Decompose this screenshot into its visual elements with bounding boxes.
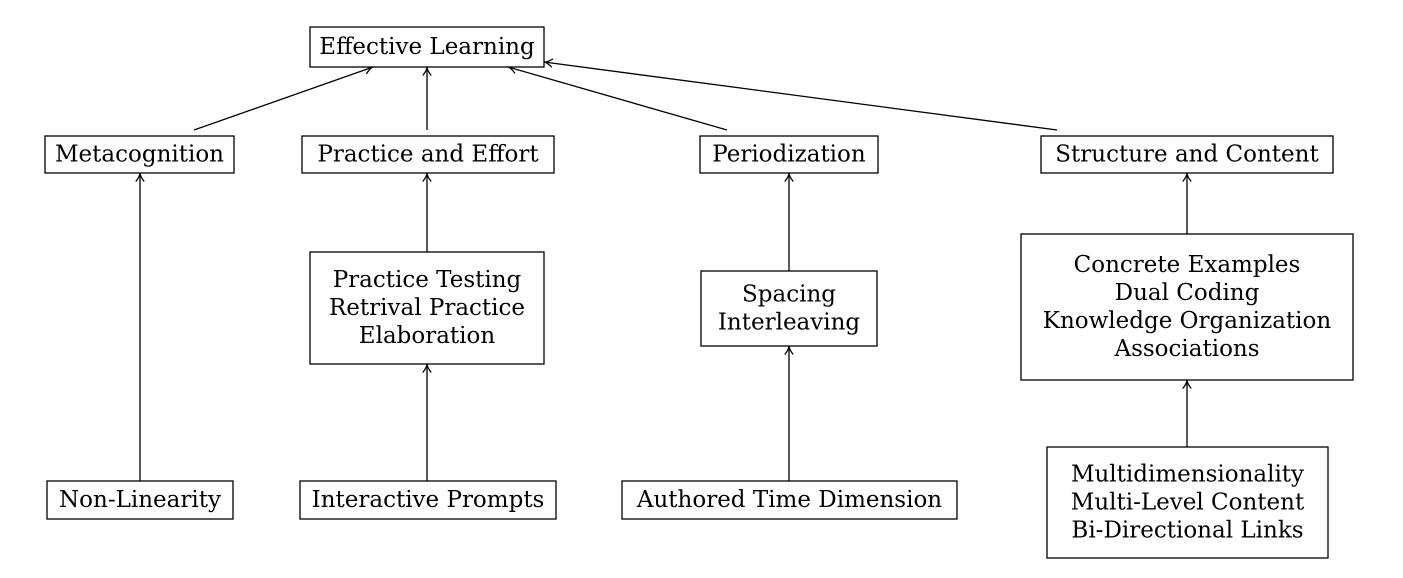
edge-multidimensionality-group-to-concrete-examples-group [1182, 379, 1192, 447]
node-label: Elaboration [359, 323, 496, 349]
node-label: Retrival Practice [329, 295, 525, 321]
edge-structure-and-content-to-effective-learning [543, 58, 1058, 131]
edge-practice-testing-group-to-practice-and-effort [422, 172, 432, 252]
node-box [301, 135, 555, 174]
edge-line [193, 66, 374, 131]
node-label: Interactive Prompts [312, 487, 545, 513]
node-label: Non-Linearity [59, 487, 221, 513]
node-label: Multi-Level Content [1071, 490, 1305, 516]
node-box [46, 480, 234, 520]
edge-line [543, 61, 1058, 131]
node-label: Structure and Content [1055, 142, 1319, 168]
edge-authored-time-dimension-to-spacing-group [784, 345, 794, 481]
node-practice-and-effort: Practice and Effort [301, 135, 555, 174]
edge-interactive-prompts-to-practice-testing-group [422, 363, 432, 481]
node-box [299, 480, 557, 520]
node-box [1020, 233, 1354, 381]
node-authored-time-dimension: Authored Time Dimension [621, 480, 958, 520]
node-metacognition: Metacognition [44, 135, 235, 174]
node-box [1046, 446, 1329, 559]
node-label: Interleaving [718, 310, 861, 336]
node-label: Practice and Effort [317, 142, 539, 168]
node-label: Concrete Examples [1074, 252, 1301, 278]
edge-spacing-group-to-periodization [784, 172, 794, 271]
node-label: Associations [1113, 336, 1259, 362]
node-non-linearity: Non-Linearity [46, 480, 234, 520]
node-label: Multidimensionality [1071, 462, 1304, 488]
edge-metacognition-to-effective-learning [193, 65, 374, 131]
node-box [309, 26, 545, 68]
node-label: Practice Testing [333, 267, 522, 293]
node-label: Dual Coding [1115, 280, 1260, 306]
node-box [309, 251, 545, 365]
node-label: Authored Time Dimension [636, 487, 942, 513]
node-structure-and-content: Structure and Content [1040, 135, 1334, 174]
node-label: Bi-Directional Links [1071, 518, 1303, 544]
node-label: Effective Learning [319, 34, 535, 60]
edge-non-linearity-to-metacognition [135, 172, 145, 481]
node-box [44, 135, 235, 174]
node-periodization: Periodization [699, 135, 879, 174]
edge-practice-and-effort-to-effective-learning [422, 66, 432, 130]
node-label: Spacing [742, 282, 836, 308]
node-label: Knowledge Organization [1043, 308, 1332, 334]
node-box [699, 135, 879, 174]
node-box [1040, 135, 1334, 174]
edge-periodization-to-effective-learning [507, 64, 728, 131]
edge-line [507, 66, 728, 131]
node-interactive-prompts: Interactive Prompts [299, 480, 557, 520]
node-effective-learning: Effective Learning [309, 26, 545, 68]
node-box [621, 480, 958, 520]
node-label: Metacognition [55, 142, 224, 168]
node-label: Periodization [712, 142, 866, 168]
node-box [700, 270, 878, 347]
edge-concrete-examples-group-to-structure-and-content [1182, 172, 1192, 234]
